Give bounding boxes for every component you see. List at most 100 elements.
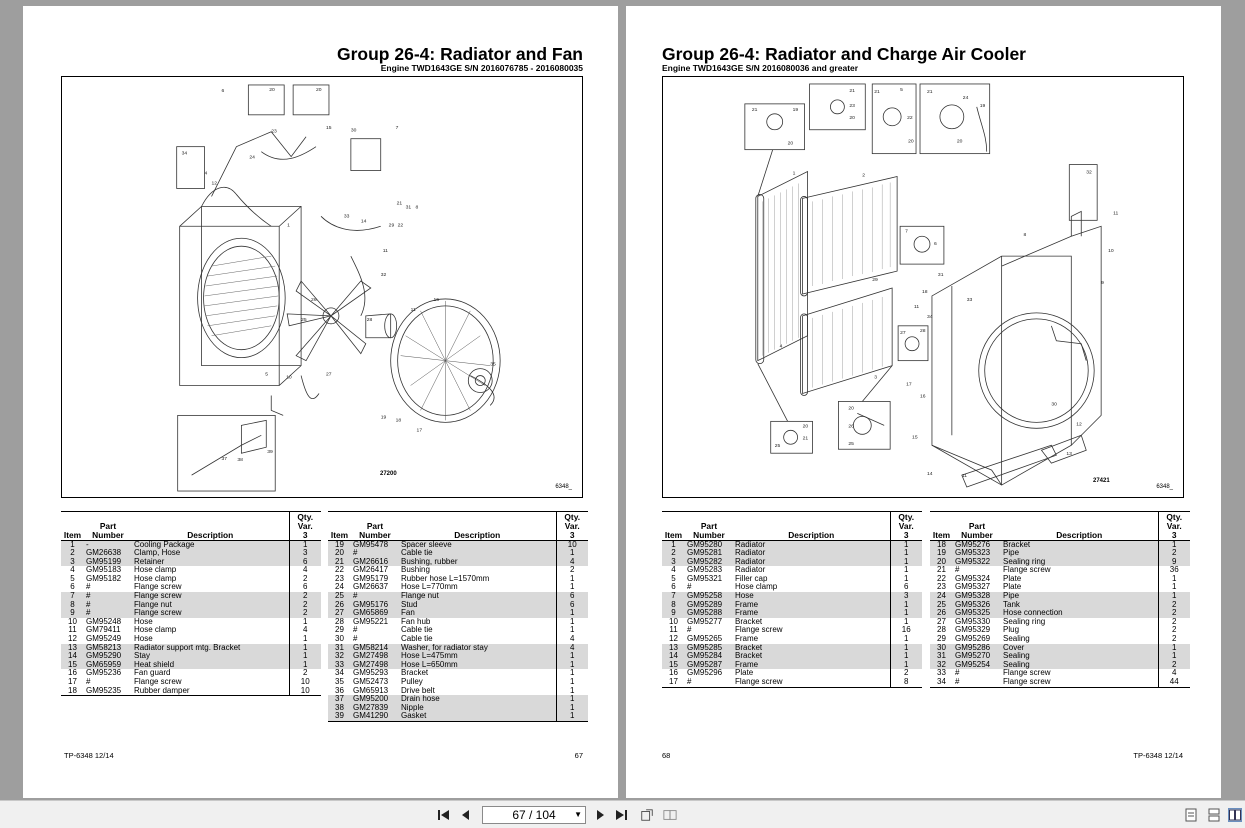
svg-text:5: 5 [900, 87, 903, 93]
next-page-icon[interactable] [593, 808, 607, 822]
description-cell: Cable tie [401, 635, 433, 644]
part-number-cell: GM95288 [685, 609, 733, 618]
quantity-cell: 1 [288, 540, 321, 550]
page-number-input[interactable]: 67 / 104 ▼ [482, 806, 586, 824]
description-header: Description [733, 530, 890, 541]
part-number-cell: GM95270 [953, 652, 1001, 661]
item-cell: 19 [328, 540, 351, 550]
item-cell: 33 [937, 669, 946, 678]
quantity-cell: 1 [889, 557, 922, 567]
svg-text:22: 22 [398, 222, 404, 228]
svg-text:10: 10 [286, 375, 292, 381]
description-cell: Hose connection [1001, 609, 1158, 618]
first-page-icon[interactable] [437, 808, 451, 822]
quantity-cell: 1 [555, 678, 588, 687]
item-cell: 27 [328, 609, 351, 618]
svg-text:7: 7 [396, 125, 399, 131]
item-cell: 30 [335, 635, 344, 644]
part-number-cell: GM95236 [86, 669, 122, 678]
description-cell: Plate [1003, 583, 1022, 592]
part-number-cell: # [351, 549, 399, 558]
item-cell: 7 [61, 592, 84, 601]
part-number-cell: GM95248 [86, 617, 122, 626]
var-header: Var. [1157, 521, 1190, 531]
quantity-cell: 6 [555, 592, 588, 601]
svg-text:32: 32 [381, 272, 387, 278]
description-cell: Frame [733, 600, 890, 610]
part-number-cell: GM58213 [84, 643, 132, 653]
two-page-icon[interactable] [663, 808, 677, 822]
viewer-toolbar: 67 / 104 ▼ [0, 800, 1245, 828]
quantity-cell: 1 [1157, 540, 1190, 550]
part-number-cell: GM95325 [953, 609, 1001, 618]
description-cell: Clamp, Hose [132, 549, 289, 558]
chevron-down-icon[interactable]: ▼ [574, 810, 582, 819]
quantity-cell: 1 [555, 549, 588, 558]
description-cell: Radiator support mtg. Bracket [132, 643, 289, 653]
single-page-view-icon[interactable] [1184, 808, 1198, 822]
item-cell: 24 [930, 592, 953, 601]
part-number-cell: GM95286 [953, 643, 1001, 653]
last-page-icon[interactable] [614, 808, 628, 822]
svg-text:19: 19 [980, 103, 986, 109]
part-number-cell: GM95287 [685, 660, 733, 670]
item-cell: 3 [61, 557, 84, 567]
item-cell: 31 [930, 652, 953, 661]
item-cell: 25 [328, 592, 351, 601]
part-number-cell: # [86, 583, 91, 592]
facing-view-icon[interactable] [1228, 808, 1242, 822]
svg-text:8: 8 [1024, 232, 1027, 238]
part-number-cell: # [351, 592, 399, 601]
quantity-cell: 2 [1157, 617, 1190, 627]
svg-text:19: 19 [381, 414, 387, 420]
description-cell: Nipple [399, 703, 556, 713]
description-cell: Hose [134, 635, 153, 644]
continuous-view-icon[interactable] [1207, 808, 1221, 822]
part-number-cell: GM95321 [687, 574, 723, 583]
quantity-cell: 36 [1157, 566, 1190, 575]
footer-doc-id: TP-6348 12/14 [1133, 751, 1183, 760]
description-cell: Cable tie [401, 626, 433, 635]
rotate-icon[interactable] [640, 808, 654, 822]
prev-page-icon[interactable] [459, 808, 473, 822]
part-number-cell: GM27498 [351, 652, 399, 661]
description-header: Description [1001, 530, 1158, 541]
item-cell: 6 [70, 583, 75, 592]
svg-text:21: 21 [849, 88, 855, 94]
svg-text:29: 29 [389, 222, 395, 228]
svg-text:32: 32 [1086, 170, 1092, 176]
svg-text:20: 20 [849, 115, 855, 121]
item-cell: 37 [328, 695, 351, 704]
part-header-2: Number [685, 530, 733, 541]
quantity-cell: 1 [1157, 574, 1190, 584]
svg-text:2: 2 [862, 173, 865, 179]
description-cell: Sealing [1003, 635, 1030, 644]
svg-text:33: 33 [967, 297, 973, 303]
description-cell: Sealing [1001, 660, 1158, 670]
page-subtitle: Engine TWD1643GE S/N 2016080036 and grea… [662, 63, 859, 73]
item-cell: 8 [662, 600, 685, 610]
quantity-cell: 1 [555, 660, 588, 670]
item-cell: 21 [328, 557, 351, 567]
quantity-cell: 2 [288, 574, 321, 584]
item-cell: 2 [61, 549, 84, 558]
item-cell: 13 [61, 643, 84, 653]
quantity-cell: 1 [889, 574, 922, 584]
item-cell: 1 [61, 540, 84, 550]
quantity-cell: 1 [889, 609, 922, 618]
qty-header: Qty. [889, 511, 922, 522]
item-cell: 29 [335, 626, 344, 635]
